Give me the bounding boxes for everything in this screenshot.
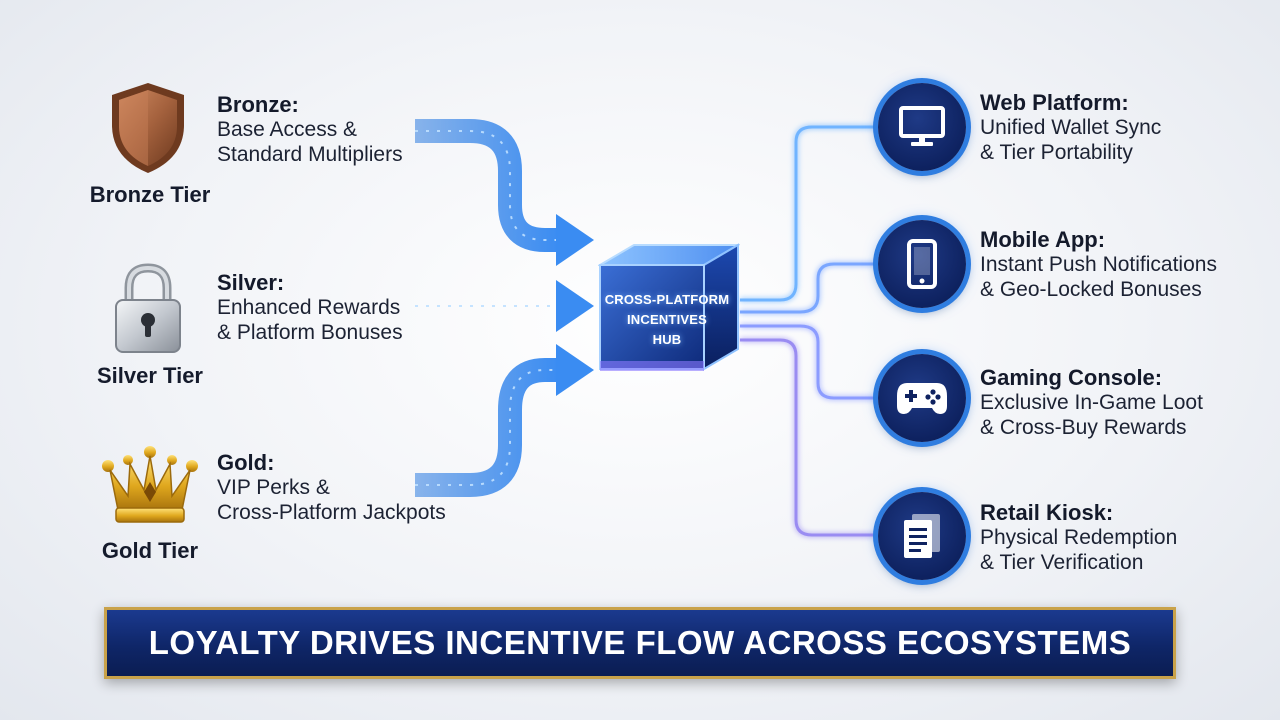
banner-text: LOYALTY DRIVES INCENTIVE FLOW ACROSS ECO… [148, 624, 1132, 661]
platform-line: & Geo-Locked Bonuses [980, 278, 1202, 301]
silver-flow-arrow [415, 280, 594, 332]
shield-icon [108, 80, 188, 181]
tier-description: Bronze: Base Access & Standard Multiplie… [217, 92, 403, 167]
platform-line: Physical Redemption [980, 526, 1178, 549]
tier-line: Standard Multipliers [217, 143, 403, 166]
tier-title: Gold: [217, 450, 275, 475]
headline-banner: LOYALTY DRIVES INCENTIVE FLOW ACROSS ECO… [104, 607, 1176, 679]
connector-kiosk [740, 338, 878, 537]
monitor-icon [878, 83, 966, 171]
tier-name: Silver Tier [97, 363, 203, 388]
platform-line: Unified Wallet Sync [980, 116, 1162, 139]
tier-name: Bronze Tier [89, 182, 211, 207]
connector-web [740, 125, 878, 302]
tier-line: Base Access & [217, 118, 358, 141]
bronze-flow-arrow [415, 119, 594, 266]
platform-description: Mobile App: Instant Push Notifications &… [980, 227, 1217, 302]
platform-line: & Cross-Buy Rewards [980, 416, 1187, 439]
platform-title: Retail Kiosk: [980, 500, 1114, 525]
tier-description: Silver: Enhanced Rewards & Platform Bonu… [217, 270, 403, 345]
tier-line: Cross-Platform Jackpots [217, 501, 446, 524]
tier-name: Gold Tier [101, 538, 199, 563]
tier-line: & Platform Bonuses [217, 321, 403, 344]
connector-mobile [740, 262, 878, 314]
incentives-hub-cube [596, 243, 742, 381]
platform-title: Web Platform: [980, 90, 1129, 115]
gold-flow-arrow [415, 344, 594, 497]
platform-description: Gaming Console: Exclusive In-Game Loot &… [980, 365, 1203, 440]
smartphone-icon [878, 220, 966, 308]
platform-description: Web Platform: Unified Wallet Sync & Tier… [980, 90, 1161, 165]
tier-title: Bronze: [217, 92, 299, 117]
platform-description: Retail Kiosk: Physical Redemption & Tier… [980, 500, 1177, 575]
tier-description: Gold: VIP Perks & Cross-Platform Jackpot… [217, 450, 446, 525]
gamepad-icon [878, 354, 966, 442]
hub-label-line: CROSS-PLATFORM [604, 292, 730, 307]
platform-title: Mobile App: [980, 227, 1106, 252]
connector-console [740, 324, 878, 400]
hub-label-line: HUB [652, 332, 682, 347]
document-icon [878, 492, 966, 580]
platform-line: & Tier Verification [980, 551, 1144, 574]
platform-line: Instant Push Notifications [980, 253, 1217, 276]
connector-lines [740, 125, 878, 537]
hub-label-line: INCENTIVES [626, 312, 707, 327]
tier-line: VIP Perks & [217, 476, 330, 499]
hub-label: CROSS-PLATFORM INCENTIVES HUB [596, 290, 738, 350]
platform-title: Gaming Console: [980, 365, 1163, 390]
platform-line: & Tier Portability [980, 141, 1133, 164]
padlock-icon [110, 262, 186, 361]
tier-line: Enhanced Rewards [217, 296, 401, 319]
tier-title: Silver: [217, 270, 285, 295]
crown-icon [100, 446, 200, 533]
platform-line: Exclusive In-Game Loot [980, 391, 1203, 414]
